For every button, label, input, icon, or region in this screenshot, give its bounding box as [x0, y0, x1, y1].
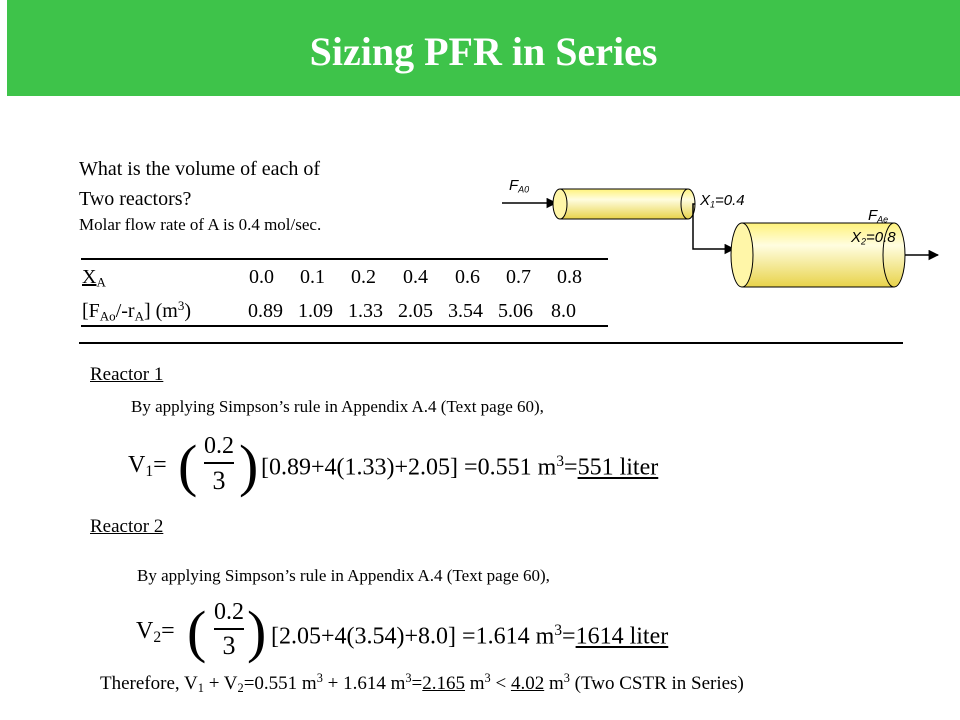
total-volume: 2.165	[422, 672, 466, 694]
conclusion-line: Therefore, V1 + V2=0.551 m3 + 1.614 m3=2…	[100, 671, 744, 695]
table-cell: 2.05	[398, 300, 433, 323]
cstr-volume: 4.02	[510, 672, 545, 694]
fae-label: FAe	[868, 207, 889, 225]
table-cell: 0.8	[557, 266, 582, 288]
reactor-1-numerator: 0.2	[204, 433, 234, 459]
section-divider	[79, 342, 903, 344]
reactor-1-cylinder	[552, 188, 696, 220]
table-cell: 5.06	[498, 300, 533, 323]
reactor-1-fraction-bar	[204, 462, 234, 464]
reactor-1-heading: Reactor 1	[90, 364, 164, 385]
table-cell: 8.0	[551, 300, 576, 323]
reactor-2-numerator: 0.2	[214, 599, 244, 625]
reactor-2-heading: Reactor 2	[90, 516, 164, 537]
reactor-2-method: By applying Simpson’s rule in Appendix A…	[137, 566, 550, 585]
reactor-2-cylinder	[730, 222, 906, 288]
reactor-2-fraction-bar	[214, 628, 244, 630]
reactor-1-result: 551 liter	[577, 454, 659, 481]
table-cell: 1.09	[298, 300, 333, 323]
reactor-2-expression: [2.05+4(3.54)+8.0] =1.614 m3=1614 liter	[271, 622, 669, 650]
table-cell: 0.0	[249, 266, 274, 288]
connector-arrow	[692, 203, 736, 255]
reactor-1-denominator: 3	[212, 466, 226, 495]
table-top-rule	[81, 258, 608, 260]
reactor-1-v-label: V1=	[128, 452, 167, 480]
pfr-series-diagram	[502, 188, 940, 288]
table-row-fao-label: [FAo/-rA] (m3)	[82, 298, 192, 324]
table-cell: 0.4	[403, 266, 428, 288]
slide-title: Sizing PFR in Series	[309, 29, 658, 74]
table-cell: 0.89	[248, 300, 283, 323]
reactor-1-right-paren: )	[239, 433, 259, 498]
title-bar	[7, 0, 960, 96]
fa0-label: FA0	[509, 177, 530, 195]
question-line-2: Two reactors?	[79, 188, 192, 210]
table-row-xa-label: XA	[82, 266, 106, 290]
table-cell: 3.54	[448, 300, 483, 323]
table-cell: 1.33	[348, 300, 383, 323]
reactor-2-left-paren: (	[187, 599, 207, 664]
question-line-3: Molar flow rate of A is 0.4 mol/sec.	[79, 215, 322, 234]
x1-label: X1=0.4	[700, 192, 745, 210]
table-cell: 0.6	[455, 266, 480, 288]
table-row-xa: XA 0.0 0.1 0.2 0.4 0.6 0.7 0.8	[82, 265, 582, 294]
reactor-1-expression: [0.89+4(1.33)+2.05] =0.551 m3=551 liter	[261, 453, 659, 481]
reactor-2-v-label: V2=	[136, 618, 175, 646]
table-bottom-rule	[81, 325, 608, 327]
reactor-1-method: By applying Simpson’s rule in Appendix A…	[131, 397, 544, 416]
reactor-2-result: 1614 liter	[575, 623, 669, 650]
reactor-2-right-paren: )	[247, 599, 267, 664]
table-cell: 0.2	[351, 266, 376, 288]
reactor-2-denominator: 3	[222, 631, 236, 660]
reactor-1-left-paren: (	[178, 433, 198, 498]
x2-label: X2=0.8	[851, 229, 896, 247]
table-cell: 0.7	[506, 266, 531, 288]
question-line-1: What is the volume of each of	[79, 158, 321, 180]
table-row-fao: [FAo/-rA] (m3) 0.89 1.09 1.33 2.05 3.54 5.06 8.…	[82, 294, 576, 328]
table-cell: 0.1	[300, 266, 325, 288]
